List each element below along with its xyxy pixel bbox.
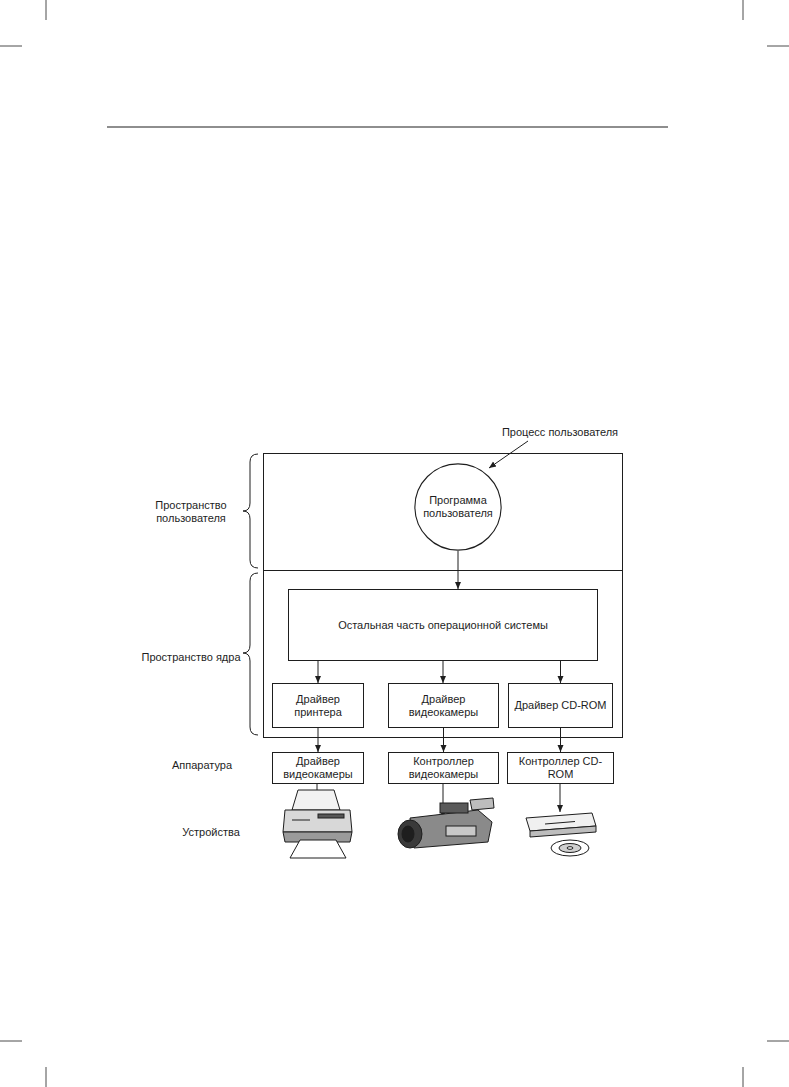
videocamera-illustration-part [410, 810, 492, 848]
arrow-connector [318, 728, 319, 752]
videocamera-illustration-part [446, 826, 476, 836]
printer-illustration [283, 790, 352, 858]
arrow-connector [560, 728, 561, 752]
crop-marks-part [743, 1067, 744, 1087]
node-label: Контроллер видеокамеры [389, 755, 498, 780]
layer-label: Устройства [180, 826, 242, 839]
process-callout: Процесс пользователя [500, 426, 620, 439]
videocamera-illustration-part [470, 798, 494, 810]
circle-shape [415, 464, 501, 550]
videocamera-illustration-part [440, 803, 468, 813]
node-label: Программа пользователя [420, 494, 496, 519]
device-arrows-part [560, 782, 561, 812]
cdrom-illustration-part [551, 840, 589, 856]
controller-box: Контроллер видеокамеры [388, 752, 499, 784]
user-program-circle: Программа пользователя [414, 463, 502, 551]
user-space-band: Пространство пользователяПрограмма польз… [263, 453, 623, 571]
cdrom-illustration [526, 813, 596, 856]
arrow-connector [443, 661, 444, 683]
hardware-box: Драйвер видеокамеры [272, 752, 364, 784]
videocamera-illustration-part [402, 826, 414, 842]
cdrom-illustration-part [559, 844, 581, 853]
crop-marks-part [743, 0, 744, 20]
videocamera-illustration-part [398, 820, 422, 848]
driver-box: Драйвер видеокамеры [388, 683, 499, 728]
os-core-box: Остальная часть операционной системы [288, 589, 598, 661]
driver-box: Драйвер CD-ROM [508, 683, 613, 728]
leader-arrow [489, 441, 528, 468]
printer-illustration-part [283, 810, 352, 832]
node-label: Контроллер CD-ROM [508, 755, 613, 780]
crop-marks-part [46, 0, 47, 20]
layer-label: Аппаратура [170, 759, 234, 772]
cdrom-illustration-part [567, 847, 573, 850]
node-label: Драйвер видеокамеры [273, 755, 363, 780]
crop-marks-part [0, 1041, 22, 1042]
kernel-space-band: Пространство ядраОстальная часть операци… [263, 570, 623, 738]
node-label: Драйвер видеокамеры [389, 693, 498, 718]
header-rule [107, 126, 668, 127]
node-label: Драйвер CD-ROM [511, 699, 609, 712]
printer-illustration-part [292, 820, 310, 821]
printer-illustration-part [318, 814, 344, 818]
arrow-connector [443, 728, 444, 752]
crop-marks-part [46, 1067, 47, 1087]
controller-box: Контроллер CD-ROM [507, 752, 614, 784]
crop-marks-part [767, 46, 789, 47]
driver-box: Драйвер принтера [272, 683, 364, 728]
node-label: Остальная часть операционной системы [335, 619, 551, 632]
printer-illustration-part [292, 790, 340, 810]
cdrom-illustration-part [530, 826, 596, 837]
braces-part [243, 454, 258, 568]
arrow-connector [318, 661, 319, 683]
band-label: Пространство ядра [126, 651, 256, 664]
band-label: Пространство пользователя [126, 499, 256, 525]
braces [243, 454, 258, 735]
crop-marks-part [0, 46, 22, 47]
node-label: Драйвер принтера [273, 693, 363, 718]
cdrom-illustration-part [545, 822, 575, 825]
device-arrows [317, 782, 560, 818]
crop-marks-part [767, 1041, 789, 1042]
braces-part [243, 573, 258, 735]
arrow-connector [560, 661, 561, 683]
videocamera-illustration [398, 798, 494, 848]
printer-illustration-part [290, 840, 346, 858]
